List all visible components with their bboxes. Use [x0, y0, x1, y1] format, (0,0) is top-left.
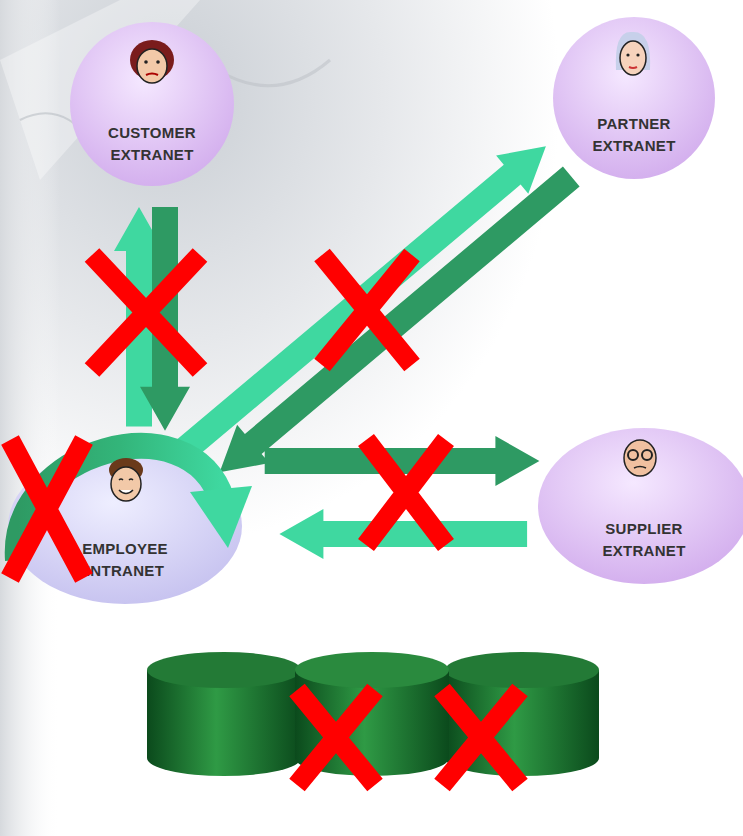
extranet-circle: PARTNER EXTRANET: [553, 17, 715, 179]
extranet-circle: SUPPLIER EXTRANET: [538, 428, 743, 584]
ellipse-outline: [538, 428, 743, 584]
ellipse-outline: [553, 17, 715, 179]
loop-arrow: [18, 446, 252, 560]
node-label: CUSTOMER EXTRANET: [102, 122, 202, 166]
node-label: PARTNER EXTRANET: [584, 113, 684, 157]
node-label: SUPPLIER EXTRANET: [594, 518, 694, 562]
node-label: EMPLOYEE INTRANET: [75, 538, 175, 582]
supplier-face: [624, 440, 656, 476]
intranet-circle: EMPLOYEE INTRANET: [8, 448, 242, 604]
flow-arrow: [140, 207, 190, 431]
flow-arrow: [220, 167, 580, 473]
ellipse-outline: [8, 448, 242, 604]
database-cylinders: [147, 652, 599, 776]
extranet-circle: CUSTOMER EXTRANET: [70, 22, 234, 186]
employee-face: [109, 458, 143, 501]
customer-face: [130, 40, 174, 83]
partner-face: [616, 32, 650, 75]
flow-arrow: [265, 436, 540, 486]
flow-arrow: [177, 146, 546, 459]
red-x-marks: [10, 255, 520, 785]
flow-arrow: [279, 509, 527, 559]
